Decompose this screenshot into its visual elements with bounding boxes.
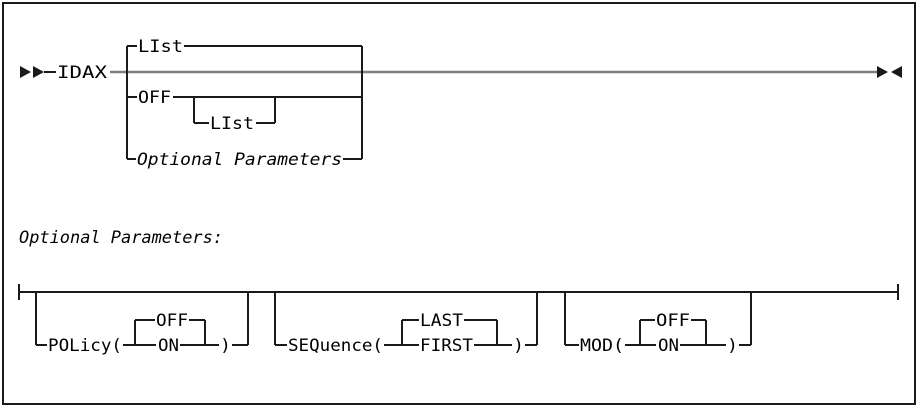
sequence-close-paren: ): [513, 336, 524, 356]
mod-on: ON: [658, 336, 679, 356]
left-arrow-icon: [891, 66, 902, 78]
mod-close-paren: ): [727, 336, 738, 356]
diagram-labels: IDAX LIst OFF LIst Optional Parameters O…: [19, 37, 738, 356]
right-arrow-icon: [877, 66, 888, 78]
sequence-first: FIRST: [420, 336, 473, 356]
sequence-keyword: SEQuence(: [288, 336, 383, 356]
fragment-reference: Optional Parameters: [137, 150, 342, 170]
right-arrow-icon: [20, 66, 31, 78]
option-list-default: LIst: [138, 37, 183, 57]
keyword-idax: IDAX: [57, 63, 108, 83]
option-off: OFF: [138, 88, 171, 108]
option-off-list: LIst: [210, 114, 254, 134]
right-arrow-icon: [33, 66, 44, 78]
fragment-section-label: Optional Parameters:: [19, 228, 223, 248]
mod-off: OFF: [656, 311, 690, 331]
policy-close-paren: ): [220, 336, 231, 356]
policy-keyword: POLicy(: [48, 336, 122, 356]
fragment-rails: [18, 284, 899, 346]
mod-keyword: MOD(: [580, 336, 624, 356]
syntax-end-icon: [877, 66, 902, 78]
sequence-last: LAST: [420, 311, 463, 331]
syntax-start-icon: [20, 66, 44, 78]
top-branch-rails: [44, 45, 363, 160]
policy-off: OFF: [156, 311, 188, 331]
policy-on: ON: [158, 336, 179, 356]
